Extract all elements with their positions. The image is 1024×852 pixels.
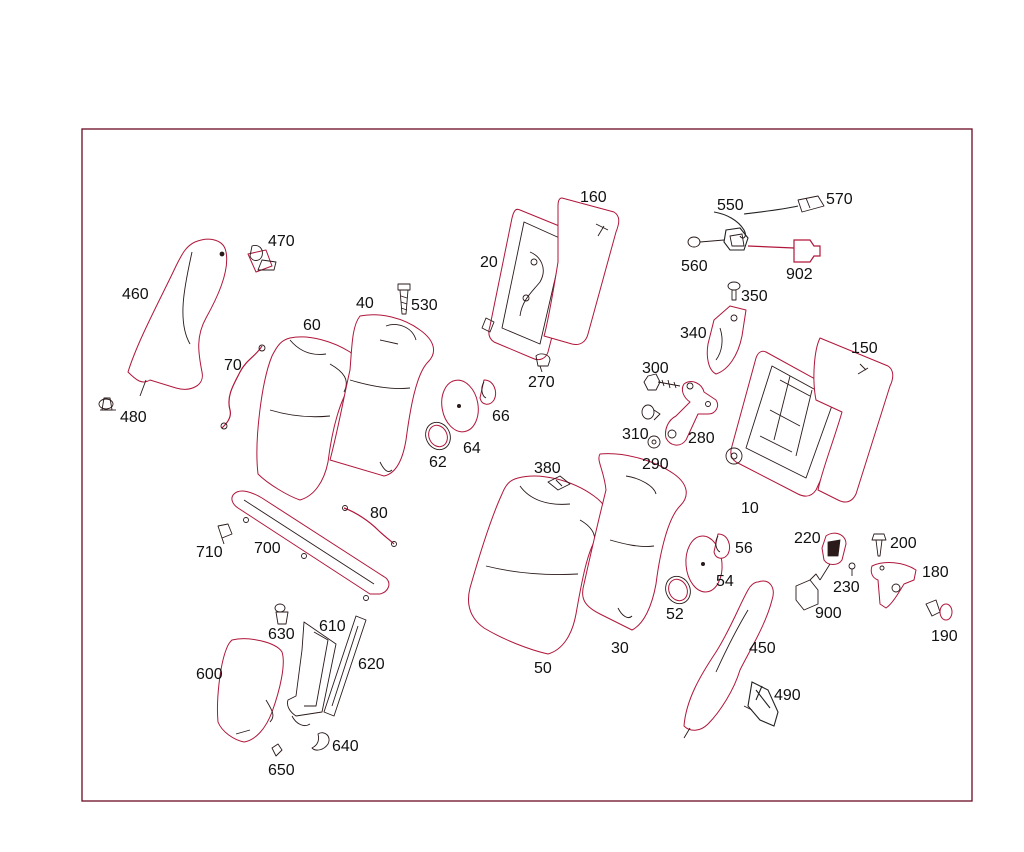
part-640-clip <box>311 732 330 751</box>
label-470: 470 <box>268 233 295 250</box>
label-902: 902 <box>786 266 813 283</box>
part-40-backrest-pad <box>329 314 435 477</box>
part-80-wire <box>343 507 395 545</box>
part-460-side-panel <box>127 238 228 397</box>
part-620-strip <box>323 615 367 717</box>
part-530-screw <box>397 283 411 315</box>
label-30: 30 <box>611 640 629 657</box>
label-350: 350 <box>741 288 768 305</box>
label-52: 52 <box>666 606 684 623</box>
label-340: 340 <box>680 325 707 342</box>
part-50-seat-cover <box>468 475 609 655</box>
label-380: 380 <box>534 460 561 477</box>
label-66: 66 <box>492 408 510 425</box>
part-350-screw <box>727 281 741 301</box>
label-480: 480 <box>120 409 147 426</box>
part-550-switch <box>723 227 749 251</box>
label-80: 80 <box>370 505 388 522</box>
part-66-cap <box>479 379 497 405</box>
part-710-clip <box>217 523 233 545</box>
label-62: 62 <box>429 454 447 471</box>
label-220: 220 <box>794 530 821 547</box>
part-650-nut <box>271 743 283 757</box>
part-280-hinge <box>665 381 719 446</box>
label-270: 270 <box>528 374 555 391</box>
part-56-cap <box>713 533 731 559</box>
label-20: 20 <box>480 254 498 271</box>
part-180-bracket <box>870 562 917 609</box>
label-620: 620 <box>358 656 385 673</box>
part-630-screw <box>274 603 289 625</box>
label-54: 54 <box>716 573 734 590</box>
label-40: 40 <box>356 295 374 312</box>
diagram-frame <box>81 128 973 802</box>
part-230-pin <box>848 562 856 576</box>
label-70: 70 <box>224 357 242 374</box>
part-600-armrest <box>217 638 284 743</box>
part-52-ring <box>665 575 691 605</box>
label-710: 710 <box>196 544 223 561</box>
part-340-bracket <box>706 305 747 375</box>
part-64-disc <box>441 379 479 433</box>
part-490-bracket <box>743 681 779 727</box>
part-54-disc <box>685 535 723 593</box>
label-310: 310 <box>622 426 649 443</box>
part-190-bolt <box>925 599 953 621</box>
part-number-labels: 460 470 480 70 60 40 530 62 64 66 80 710… <box>120 189 958 779</box>
label-200: 200 <box>890 535 917 552</box>
part-560-screw <box>687 236 725 248</box>
label-630: 630 <box>268 626 295 643</box>
label-450: 450 <box>749 640 776 657</box>
part-480-screw <box>98 397 116 411</box>
label-460: 460 <box>122 286 149 303</box>
part-160-backrest-panel <box>543 197 620 345</box>
label-190: 190 <box>931 628 958 645</box>
part-150-seat-panel <box>813 337 894 503</box>
part-900-module <box>795 573 821 611</box>
part-700-rail <box>231 490 390 601</box>
label-490: 490 <box>774 687 801 704</box>
label-700: 700 <box>254 540 281 557</box>
label-650: 650 <box>268 762 295 779</box>
label-10: 10 <box>741 500 759 517</box>
label-230: 230 <box>833 579 860 596</box>
part-902-connector <box>747 239 821 263</box>
part-310-nut <box>641 404 661 421</box>
part-570-plug <box>797 195 825 213</box>
label-180: 180 <box>922 564 949 581</box>
label-280: 280 <box>688 430 715 447</box>
part-610-bracket <box>287 621 337 727</box>
part-290-washer <box>647 435 661 449</box>
label-150: 150 <box>851 340 878 357</box>
label-900: 900 <box>815 605 842 622</box>
part-62-ring <box>425 421 451 451</box>
label-60: 60 <box>303 317 321 334</box>
part-270-clip <box>535 353 551 373</box>
label-300: 300 <box>642 360 669 377</box>
label-600: 600 <box>196 666 223 683</box>
label-560: 560 <box>681 258 708 275</box>
part-300-bolt <box>643 373 681 391</box>
label-56: 56 <box>735 540 753 557</box>
label-64: 64 <box>463 440 481 457</box>
part-470-clip <box>247 245 277 273</box>
label-50: 50 <box>534 660 552 677</box>
part-380-clip <box>547 475 571 491</box>
label-290: 290 <box>642 456 669 473</box>
label-570: 570 <box>826 191 853 208</box>
label-550: 550 <box>717 197 744 214</box>
part-70-wire <box>221 345 263 429</box>
label-530: 530 <box>411 297 438 314</box>
part-200-screw <box>871 533 887 557</box>
label-160: 160 <box>580 189 607 206</box>
part-450-side-panel <box>683 580 774 739</box>
part-220-switch <box>819 532 847 581</box>
label-610: 610 <box>319 618 346 635</box>
part-30-seat-pad <box>582 453 687 631</box>
label-640: 640 <box>332 738 359 755</box>
